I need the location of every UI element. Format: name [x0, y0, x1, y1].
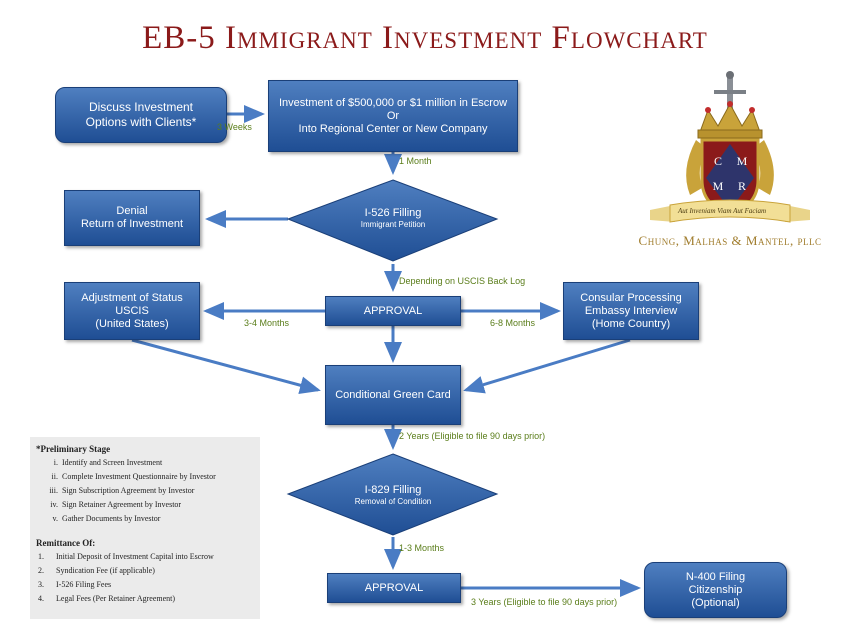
crest-letter: C [714, 154, 722, 168]
edge-label-1-3-months: 1-3 Months [399, 543, 445, 553]
remittance-item: 1.Initial Deposit of Investment Capital … [38, 552, 214, 561]
i526-diamond [286, 179, 499, 262]
consular-box: Consular Processing Embassy Interview (H… [563, 282, 699, 340]
crest-letter: M [713, 179, 724, 193]
preliminary-item: ii.Complete Investment Questionnaire by … [51, 472, 216, 481]
edge-label-backlog: Depending on USCIS Back Log [399, 276, 526, 286]
preliminary-heading: *Preliminary Stage [36, 444, 111, 454]
edge-label-3-years: 3 Years (Eligible to file 90 days prior) [471, 597, 618, 607]
remittance-item: 2.Syndication Fee (if applicable) [38, 566, 155, 575]
crest-letter: M [737, 154, 748, 168]
arrow-consular-greencard [463, 338, 631, 394]
firm-name: Chung, Malhas & Mantel, pllc [638, 233, 822, 248]
page-title: EB-5 Immigrant Investment Flowchart [142, 20, 708, 56]
investment-box: Investment of $500,000 or $1 million in … [268, 80, 518, 152]
preliminary-item: i.Identify and Screen Investment [53, 458, 163, 467]
preliminary-item: iii.Sign Subscription Agreement by Inves… [49, 486, 195, 495]
edge-label-2-years: 2 Years (Eligible to file 90 days prior) [399, 431, 546, 441]
adjustment-box: Adjustment of Status USCIS (United State… [64, 282, 200, 340]
i829-label: I-829 Filling Removal of Condition [354, 484, 432, 506]
preliminary-item: iv.Sign Retainer Agreement by Investor [50, 500, 182, 509]
edge-label-1-month: 1 Month [399, 156, 432, 166]
discuss-box: Discuss Investment Options with Clients* [55, 87, 227, 143]
preliminary-item: v.Gather Documents by Investor [52, 514, 161, 523]
arrow-adjustment-greencard [131, 338, 321, 395]
remittance-item: 3.I-526 Filing Fees [38, 580, 112, 589]
edge-label-3-4-months: 3-4 Months [244, 318, 290, 328]
edge-label-6-8-months: 6-8 Months [490, 318, 536, 328]
remittance-item: 4.Legal Fees (Per Retainer Agreement) [38, 594, 176, 603]
approval-box-2: APPROVAL [327, 573, 461, 603]
approval-box-1: APPROVAL [325, 296, 461, 326]
denial-box: Denial Return of Investment [64, 190, 200, 246]
crest-letter: R [738, 179, 746, 193]
crest-motto: Aut Inveniam Viam Aut Faciam [678, 207, 766, 215]
n400-box: N-400 Filing Citizenship (Optional) [644, 562, 787, 618]
firm-crest-logo: C M M R [650, 71, 810, 223]
preliminary-panel: *Preliminary Stage i.Identify and Screen… [30, 437, 260, 619]
i526-label: I-526 Filling Immigrant Petition [360, 207, 426, 229]
i829-diamond [286, 453, 499, 536]
edge-label-3-weeks: 3 Weeks [217, 122, 252, 132]
green-card-box: Conditional Green Card [325, 365, 461, 425]
remittance-heading: Remittance Of: [36, 538, 96, 548]
